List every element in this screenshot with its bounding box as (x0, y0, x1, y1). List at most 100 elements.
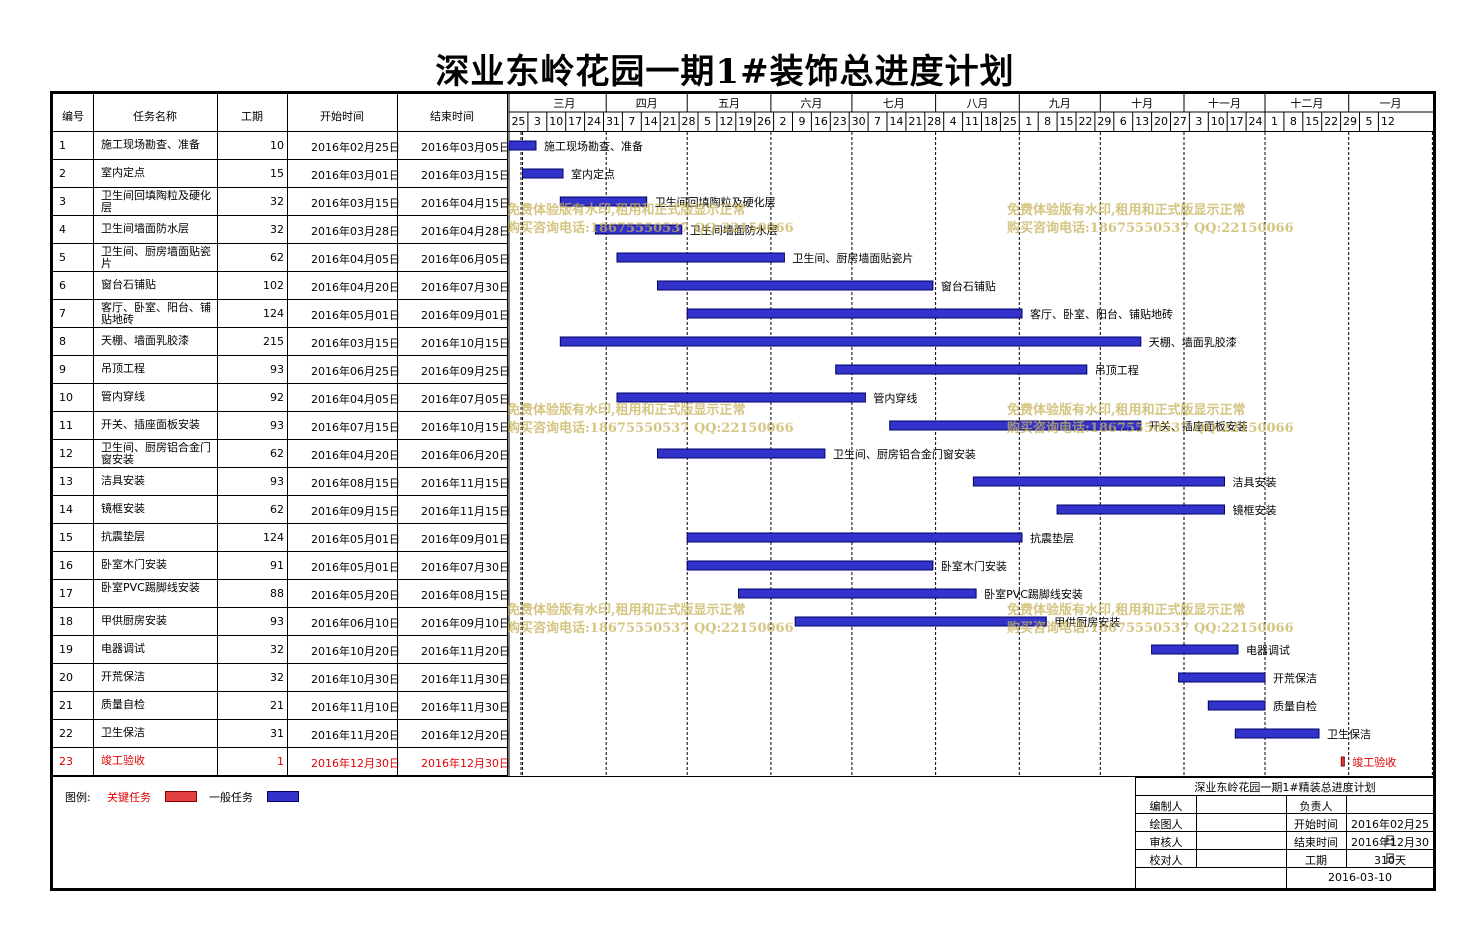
task-name: 卫生间、厨房铝合金门窗安装 (101, 442, 211, 466)
task-start: 2016年05月01日 (311, 561, 400, 574)
legend-normal-swatch (267, 791, 299, 802)
title-block-label: 绘图人 (1149, 818, 1183, 831)
task-end: 2016年10月15日 (421, 337, 510, 350)
watermark-line2: 购买咨询电话:18675550537 QQ:22150066 (507, 221, 794, 236)
week-label: 15 (1305, 115, 1319, 128)
task-bar (1178, 672, 1266, 683)
task-bar (616, 252, 785, 263)
task-bar-label: 质量自检 (1273, 699, 1317, 713)
week-label: 29 (1343, 115, 1357, 128)
task-duration: 31 (270, 727, 284, 740)
task-name: 质量自检 (101, 699, 145, 711)
week-label: 1 (1025, 115, 1032, 128)
task-bar (1151, 644, 1239, 655)
legend-critical-swatch (165, 791, 197, 802)
task-duration: 93 (270, 615, 284, 628)
task-duration: 93 (270, 363, 284, 376)
title-block-heading: 深业东岭花园一期1#精装总进度计划 (1194, 781, 1376, 794)
task-bar (657, 280, 934, 291)
month-label: 十二月 (1290, 96, 1323, 110)
task-name: 施工现场勘查、准备 (101, 139, 200, 151)
task-bar (1056, 504, 1225, 515)
task-end: 2016年12月30日 (421, 757, 510, 770)
title-block-value: 310天 (1374, 854, 1406, 867)
week-label: 28 (927, 115, 941, 128)
watermark-line2: 购买咨询电话:18675550537 QQ:22150066 (1007, 421, 1294, 436)
month-label: 十一月 (1208, 96, 1241, 110)
task-duration: 10 (270, 139, 284, 152)
task-name: 开关、插座面板安装 (101, 419, 200, 431)
task-bar (889, 420, 1142, 431)
title-block-label: 审核人 (1149, 836, 1183, 849)
task-bar (657, 448, 826, 459)
month-label: 六月 (800, 97, 822, 110)
task-id: 20 (59, 671, 73, 684)
task-bar (686, 560, 934, 571)
week-label: 17 (1230, 115, 1244, 128)
task-bar (686, 308, 1023, 319)
task-id: 23 (59, 755, 73, 768)
col-header-name: 任务名称 (133, 110, 177, 123)
task-duration: 15 (270, 167, 284, 180)
week-label: 14 (889, 115, 903, 128)
task-id: 3 (59, 195, 66, 208)
week-label: 25 (511, 115, 525, 128)
watermark-line1: 免费体验版有水印,租用和正式版显示正常 (507, 403, 746, 418)
week-label: 25 (1003, 115, 1017, 128)
task-bar (794, 616, 1047, 627)
month-label: 五月 (718, 97, 740, 110)
task-bar-label: 天棚、墙面乳胶漆 (1149, 335, 1237, 349)
task-id: 4 (59, 223, 66, 236)
week-label: 3 (1195, 115, 1202, 128)
task-end: 2016年11月15日 (421, 477, 510, 490)
task-start: 2016年02月25日 (311, 141, 400, 154)
task-name: 吊顶工程 (101, 363, 145, 375)
task-duration: 88 (270, 587, 284, 600)
task-duration: 32 (270, 671, 284, 684)
watermark-line1: 免费体验版有水印,租用和正式版显示正常 (507, 203, 746, 218)
title-block-label: 校对人 (1149, 854, 1183, 867)
week-label: 17 (568, 115, 582, 128)
task-start: 2016年03月01日 (311, 169, 400, 182)
task-end: 2016年11月30日 (421, 701, 510, 714)
task-id: 15 (59, 531, 73, 544)
task-name: 电器调试 (101, 643, 145, 655)
task-bar (1207, 700, 1266, 711)
title-block-label: 结束时间 (1294, 836, 1338, 849)
task-bar-label: 卫生间回填陶粒及硬化层 (655, 195, 776, 209)
watermark-line2: 购买咨询电话:18675550537 QQ:22150066 (507, 621, 794, 636)
week-label: 26 (757, 115, 771, 128)
week-label: 4 (950, 115, 957, 128)
task-bar (616, 392, 866, 403)
week-label: 8 (1044, 115, 1051, 128)
watermark: 免费体验版有水印,租用和正式版显示正常购买咨询电话:18675550537 QQ… (507, 402, 794, 438)
task-end: 2016年12月20日 (421, 729, 510, 742)
title-block-value: 2016年02月25日 (1351, 818, 1429, 847)
watermark-line1: 免费体验版有水印,租用和正式版显示正常 (1007, 203, 1246, 218)
week-label: 22 (1078, 115, 1092, 128)
task-duration: 32 (270, 223, 284, 236)
month-label: 十月 (1131, 96, 1153, 110)
week-label: 7 (874, 115, 881, 128)
task-start: 2016年11月10日 (311, 701, 400, 714)
week-label: 14 (644, 115, 658, 128)
task-name: 竣工验收 (101, 755, 145, 767)
task-duration: 93 (270, 475, 284, 488)
week-label: 18 (984, 115, 998, 128)
week-label: 16 (814, 115, 828, 128)
task-end: 2016年04月28日 (421, 225, 510, 238)
task-id: 7 (59, 307, 66, 320)
task-bar (1340, 756, 1345, 767)
task-start: 2016年05月01日 (311, 533, 400, 546)
watermark-line1: 免费体验版有水印,租用和正式版显示正常 (507, 603, 746, 618)
task-id: 10 (59, 391, 73, 404)
task-bar-label: 卫生间、厨房墙面贴瓷片 (792, 251, 913, 265)
task-bar-label: 开荒保洁 (1273, 671, 1317, 685)
week-label: 1 (1271, 115, 1278, 128)
